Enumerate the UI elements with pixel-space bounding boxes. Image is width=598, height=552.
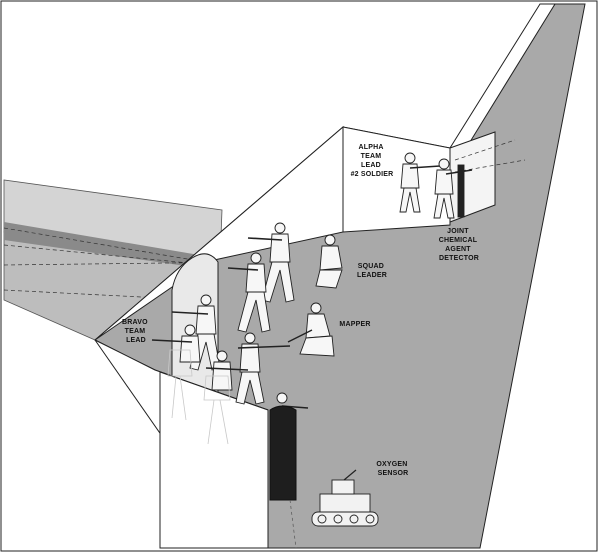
robot-sensor-box — [331, 479, 355, 495]
shield-soldier — [269, 392, 309, 549]
sightline — [289, 499, 297, 549]
soldier-figure — [227, 252, 271, 333]
oxygen-sensor-label: OXYGEN SENSOR — [376, 461, 409, 477]
robot-wheel — [317, 514, 327, 524]
robot-wheel — [349, 514, 359, 524]
detector-device — [457, 164, 465, 218]
joint-chemical-agent-detector-label: JOINT CHEMICAL AGENT DETECTOR — [439, 228, 480, 262]
soldier-figure — [151, 324, 201, 363]
alpha-team-group — [399, 152, 473, 219]
ghost-soldiers — [167, 349, 231, 445]
soldier-figure — [235, 332, 291, 405]
labels: ALPHA TEAM LEAD #2 SOLDIER JOINT CHEMICA… — [122, 144, 479, 477]
entry-team-group — [151, 222, 295, 405]
sightline — [454, 139, 516, 161]
mapper-label: MAPPER — [339, 321, 370, 328]
sightline — [454, 159, 526, 173]
robot-track — [311, 511, 379, 527]
front-wall-face — [159, 371, 269, 549]
mapper-figure — [287, 302, 335, 357]
soldier-head — [276, 392, 288, 404]
robot-wheel — [333, 514, 343, 524]
soldier-figure — [399, 152, 441, 213]
ghost-figure — [203, 375, 231, 445]
ghost-figure — [167, 349, 193, 421]
alpha-team-lead-label: ALPHA TEAM LEAD #2 SOLDIER — [351, 144, 394, 178]
robot-arm — [343, 469, 357, 481]
robot-body — [319, 493, 371, 513]
bravo-team-lead-label: BRAVO TEAM LEAD — [122, 319, 150, 344]
robot-wheel — [365, 514, 375, 524]
squad-leader-figure — [315, 234, 343, 289]
left-tunnel — [3, 179, 251, 341]
sightline — [3, 227, 206, 263]
robot — [311, 469, 379, 527]
ballistic-shield — [269, 405, 297, 501]
squad-leader-label: SQUAD LEADER — [357, 263, 387, 279]
